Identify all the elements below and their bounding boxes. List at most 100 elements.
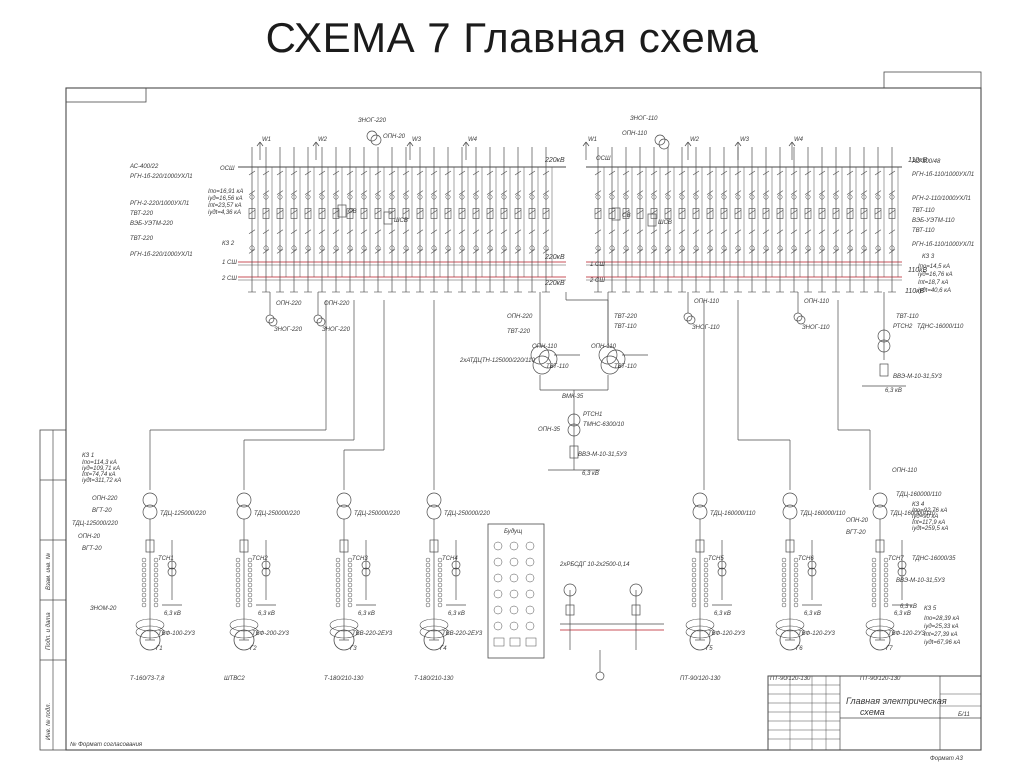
current-transformer xyxy=(847,194,853,200)
legend-symbol xyxy=(525,621,535,631)
breaker xyxy=(565,604,575,616)
equipment-label: РГН-1б-110/1000УХЛ1 xyxy=(912,242,974,248)
sheet-border xyxy=(65,87,982,751)
breaker xyxy=(650,208,658,219)
disconnector xyxy=(888,249,896,254)
current-transformer xyxy=(263,245,269,251)
disconnector xyxy=(888,190,896,195)
equipment-label: ВМК-35 xyxy=(562,394,584,400)
current-transformer xyxy=(235,572,241,578)
equipment-label: РТСН2 xyxy=(893,324,913,330)
current-transformer xyxy=(871,557,877,563)
current-transformer xyxy=(247,567,253,573)
current-transformer xyxy=(247,602,253,608)
disconnector xyxy=(416,249,424,254)
breaker xyxy=(636,208,644,219)
equipment-label: ВВЭ-М-10-31,5У3 xyxy=(896,578,945,584)
breaker xyxy=(734,208,742,219)
current-transformer xyxy=(437,602,443,608)
legend-symbol xyxy=(525,605,535,615)
current-transformer xyxy=(333,194,339,200)
aux-transformer xyxy=(567,413,581,427)
disconnector xyxy=(444,170,452,176)
tsn-transformer xyxy=(167,567,177,577)
current-transformer xyxy=(305,245,311,251)
current-transformer xyxy=(361,194,367,200)
breaker xyxy=(500,208,508,219)
current-transformer xyxy=(703,582,709,588)
at-winding xyxy=(606,349,626,369)
current-transformer xyxy=(543,194,549,200)
vt-symbol xyxy=(265,314,275,324)
current-transformer xyxy=(529,194,535,200)
equipment-label: ОПН-35 xyxy=(538,427,561,433)
breaker xyxy=(818,208,826,219)
current-transformer xyxy=(437,572,443,578)
disconnector xyxy=(388,190,396,195)
turbine-body xyxy=(865,618,895,632)
disconnector xyxy=(416,190,424,195)
current-transformer xyxy=(861,245,867,251)
current-transformer xyxy=(781,587,787,593)
equipment-label: ОПН-110 xyxy=(532,344,558,350)
current-transformer xyxy=(437,562,443,568)
breaker xyxy=(276,208,284,219)
current-transformer xyxy=(361,245,367,251)
line-arrow xyxy=(465,141,470,147)
current-transformer xyxy=(691,592,697,598)
disconnector xyxy=(430,209,438,215)
at-winding xyxy=(598,345,618,365)
generator-label: ТВФ-100-2У3 xyxy=(158,631,195,637)
disconnector xyxy=(276,190,284,195)
tsn-transformer xyxy=(361,567,371,577)
breaker xyxy=(416,208,424,219)
current-transformer xyxy=(263,194,269,200)
unit-transformer-label: ТДЦ-250000/220 xyxy=(254,511,300,517)
turbine-body xyxy=(685,625,715,639)
current-transformer xyxy=(875,194,881,200)
current-transformer xyxy=(249,245,255,251)
disconnector xyxy=(430,229,438,235)
equipment-label: ОПН-110 xyxy=(804,299,830,305)
disconnector xyxy=(776,249,784,254)
current-transformer xyxy=(487,245,493,251)
current-transformer xyxy=(487,194,493,200)
disconnector xyxy=(486,249,494,254)
equipment-label: ВЭБ-УЭТМ-110 xyxy=(912,218,955,224)
vt-symbol xyxy=(654,134,666,146)
disconnector xyxy=(874,170,882,176)
disconnector xyxy=(514,249,522,254)
current-transformer xyxy=(651,245,657,251)
equipment-label: ТДЦ-125000/220 xyxy=(72,521,118,527)
current-transformer xyxy=(235,597,241,603)
current-transformer xyxy=(437,567,443,573)
generator-name: Г3 xyxy=(350,646,357,652)
disconnector xyxy=(776,209,784,215)
disconnector xyxy=(276,170,284,176)
at-winding xyxy=(532,355,552,375)
current-transformer xyxy=(291,245,297,251)
current-transformer xyxy=(437,557,443,563)
breaker xyxy=(248,208,256,219)
equipment-label: ТВТ-220 xyxy=(614,314,638,320)
legend-symbol xyxy=(509,621,519,631)
legend-symbol xyxy=(493,637,505,647)
disconnector xyxy=(678,249,686,254)
current-transformer xyxy=(141,557,147,563)
voltage-label: 6,3 кВ xyxy=(258,611,275,617)
legend-symbol xyxy=(493,573,503,583)
current-transformer xyxy=(335,577,341,583)
current-transformer xyxy=(781,597,787,603)
vt-symbol xyxy=(686,315,696,325)
current-transformer xyxy=(721,194,727,200)
current-transformer xyxy=(425,577,431,583)
disconnector xyxy=(290,170,298,176)
turbine-label: ПТ-90/120-130 xyxy=(680,676,721,682)
disconnector xyxy=(636,209,644,215)
disconnector xyxy=(650,190,658,195)
disconnector xyxy=(790,170,798,176)
kz-label: iудt=40,6 кА xyxy=(918,288,951,294)
disconnector xyxy=(650,209,658,215)
line-arrow xyxy=(585,141,590,147)
line-arrow xyxy=(406,141,411,147)
